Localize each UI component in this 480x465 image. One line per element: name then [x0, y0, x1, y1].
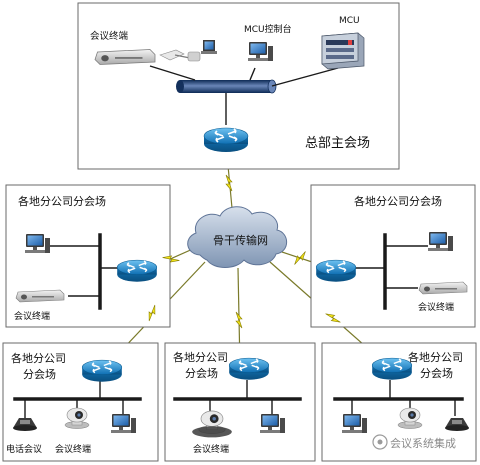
hq-connector-icon [159, 40, 217, 62]
watermark-text: 会议系统集成 [390, 436, 456, 450]
router-icon [315, 259, 357, 283]
camera-icon [397, 407, 423, 429]
branch-right-terminal [418, 281, 468, 295]
branch-bottom-left: 各地分公司 分会场 电话会议 会议终端 [2, 342, 159, 462]
hq-terminal [94, 48, 156, 66]
camera-icon [64, 407, 90, 429]
branch-left-title: 各地分公司分会场 [18, 194, 106, 208]
hq-terminal-label: 会议终端 [90, 30, 129, 42]
hq-mcu-server [321, 32, 365, 70]
video-terminal-icon [15, 289, 65, 303]
hq-mcu-label: MCU [339, 16, 360, 26]
branch-bottom-left-terminal-label: 会议终端 [55, 443, 91, 455]
watermark: 会议系统集成 [372, 434, 456, 450]
branch-bottom-right-router [371, 357, 413, 381]
hq-router [203, 127, 249, 153]
router-icon [116, 259, 158, 283]
router-icon [81, 359, 123, 383]
branch-bottom-left-frame [2, 342, 159, 462]
hq-mcu-console-label: MCU控制台 [244, 23, 292, 35]
branch-bottom-center-router [228, 357, 270, 381]
branch-bottom-left-router [81, 359, 123, 383]
branch-bottom-center-title-2: 分会场 [185, 366, 218, 380]
branch-left-terminal [15, 289, 65, 303]
branch-bottom-center-terminal-label: 会议终端 [193, 443, 229, 455]
branch-left-frame [5, 184, 171, 328]
hq-network-pipe [176, 79, 277, 94]
branch-bottom-right: 各地分公司 分会场 [321, 342, 477, 462]
router-icon [228, 357, 270, 381]
branch-right-title: 各地分公司分会场 [354, 194, 442, 208]
backbone-label: 骨干传输网 [213, 233, 268, 247]
branch-right-router [315, 259, 357, 283]
branch-bottom-center: 各地分公司 分会场 会议终端 [164, 342, 316, 462]
router-icon [203, 127, 249, 153]
branch-bottom-right-camera [397, 407, 423, 429]
branch-bottom-center-title-1: 各地分公司 [173, 350, 228, 364]
branch-left-terminal-label: 会议终端 [14, 310, 50, 322]
router-icon [371, 357, 413, 381]
hq-site: 会议终端 MCU控制台 MCU 总部主会场 [77, 2, 400, 170]
cloud-icon [187, 206, 288, 268]
branch-left: 各地分公司分会场 会议终端 [5, 184, 171, 328]
branch-right: 各地分公司分会场 会议终端 [310, 184, 476, 328]
hq-title: 总部主会场 [305, 136, 370, 151]
branch-bottom-right-title-1: 各地分公司 [408, 350, 463, 364]
branch-bottom-left-camera [64, 407, 90, 429]
branch-bottom-right-title-2: 分会场 [420, 366, 453, 380]
branch-bottom-left-title-2: 分会场 [23, 367, 56, 381]
backbone-cloud: 骨干传输网 [187, 206, 288, 268]
branch-bottom-left-title-1: 各地分公司 [11, 351, 66, 365]
branch-right-frame [310, 184, 476, 328]
branch-bottom-center-camera [192, 410, 232, 438]
branch-left-router [116, 259, 158, 283]
watermark-logo-icon [372, 434, 388, 450]
lightning-link-icon [291, 251, 309, 265]
branch-right-terminal-label: 会议终端 [418, 301, 454, 313]
video-terminal-icon [94, 48, 156, 66]
mcu-server-icon [321, 32, 365, 70]
video-terminal-icon [418, 281, 468, 295]
branch-bottom-left-phone-label: 电话会议 [6, 443, 42, 455]
